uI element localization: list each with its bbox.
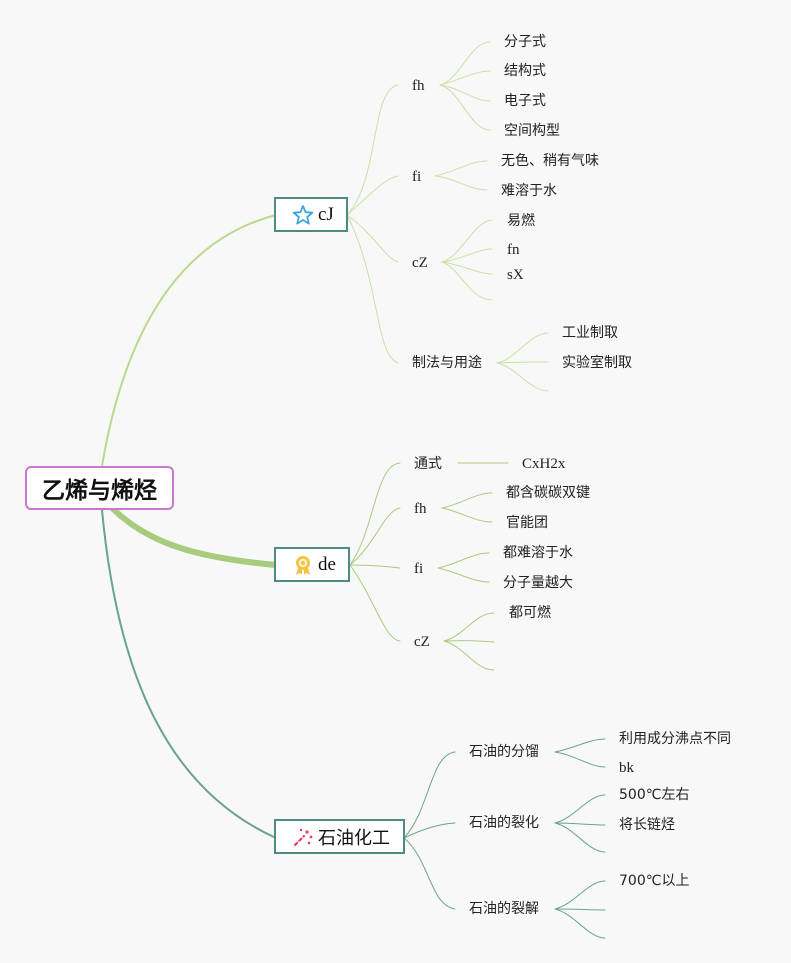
leaf-node[interactable]: 实验室制取: [562, 355, 632, 371]
leaf-node[interactable]: 电子式: [504, 93, 546, 109]
leaf-node[interactable]: 将长链烃: [619, 817, 675, 833]
leaf-node[interactable]: 都含碳碳双键: [506, 485, 590, 501]
branch-label: de: [318, 553, 336, 575]
leaf-node[interactable]: sX: [507, 267, 524, 283]
subnode-cJ-cZ[interactable]: cZ: [412, 255, 428, 271]
subnode-cJ-fh[interactable]: fh: [412, 78, 425, 94]
subnode-de-fh[interactable]: fh: [414, 501, 427, 517]
connector-root-cJ: [101, 214, 277, 467]
leaf-node[interactable]: 无色、稍有气味: [501, 153, 599, 169]
leaf-node[interactable]: 工业制取: [562, 325, 618, 341]
connector-root-shiyou: [101, 509, 277, 839]
branch-label: cJ: [318, 203, 334, 225]
leaf-node[interactable]: 分子式: [504, 34, 546, 50]
subnode-de-cZ[interactable]: cZ: [414, 634, 430, 650]
leaf-node[interactable]: 空间构型: [504, 123, 560, 139]
leaf-node[interactable]: 700℃以上: [619, 873, 690, 889]
leaf-node[interactable]: 易燃: [507, 213, 535, 229]
connector-root-de: [109, 505, 279, 568]
subnode-liehua[interactable]: 石油的裂化: [469, 815, 539, 831]
star-icon: [292, 204, 314, 226]
branch-node-cJ[interactable]: cJ: [274, 197, 348, 232]
root-node[interactable]: 乙烯与烯烃: [25, 466, 174, 510]
sparkle-icon: [292, 826, 314, 848]
subnode-cJ-fi[interactable]: fi: [412, 169, 422, 185]
root-label: 乙烯与烯烃: [42, 478, 157, 504]
leaf-node[interactable]: 都可燃: [509, 605, 551, 621]
leaf-node[interactable]: bk: [619, 760, 634, 776]
subnode-liejie[interactable]: 石油的裂解: [469, 901, 539, 917]
subnode-de-tongshi[interactable]: 通式: [414, 456, 442, 472]
leaf-node[interactable]: 官能团: [506, 515, 548, 531]
subnode-de-fi[interactable]: fi: [414, 561, 424, 577]
leaf-node[interactable]: CxH2x: [522, 456, 566, 472]
branch-node-de[interactable]: de: [274, 547, 350, 582]
leaf-node[interactable]: 利用成分沸点不同: [619, 731, 731, 747]
leaf-node[interactable]: 结构式: [504, 63, 546, 79]
leaf-node[interactable]: 难溶于水: [501, 183, 557, 199]
leaf-node[interactable]: 分子量越大: [503, 575, 573, 591]
leaf-node[interactable]: fn: [507, 242, 520, 258]
branch-label: 石油化工: [318, 827, 390, 849]
branch-node-shiyou[interactable]: 石油化工: [274, 819, 405, 854]
leaf-node[interactable]: 都难溶于水: [503, 545, 573, 561]
subnode-cJ-zhifa[interactable]: 制法与用途: [412, 355, 482, 371]
leaf-node[interactable]: 500℃左右: [619, 787, 690, 803]
award-icon: [292, 554, 314, 576]
subnode-fenliu[interactable]: 石油的分馏: [469, 744, 539, 760]
